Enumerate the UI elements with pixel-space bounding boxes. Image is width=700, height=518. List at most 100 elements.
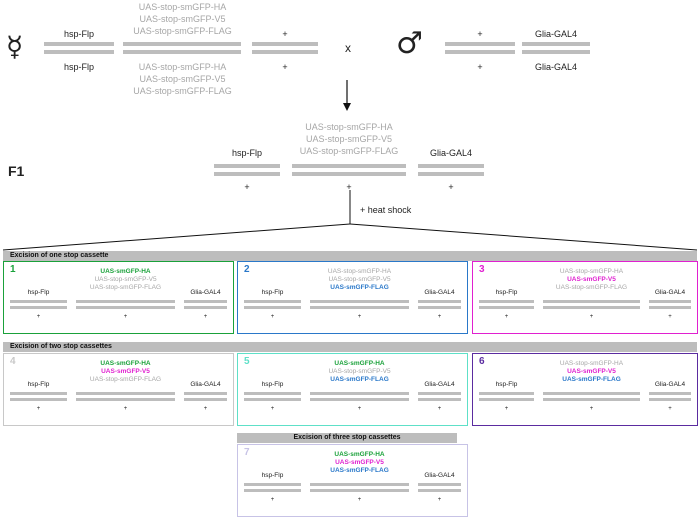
transgene-label: UAS-stop-smGFP-V5 — [94, 276, 157, 283]
f1-glia-label: Glia-GAL4 — [429, 148, 473, 158]
plus-label: + — [357, 497, 362, 503]
chromosome-bar — [543, 392, 640, 395]
outcome-number: 2 — [244, 264, 250, 275]
f1-plus-right: + — [448, 182, 454, 192]
chromosome-bar — [649, 306, 691, 309]
outcome-number: 6 — [479, 356, 485, 367]
chromosome-bar — [184, 392, 227, 395]
outcome-number: 3 — [479, 264, 485, 275]
male-chromosome-bar — [445, 42, 515, 46]
plus-label: + — [36, 406, 41, 412]
chromosome-bar — [76, 306, 175, 309]
female-chromosome-bar — [252, 42, 318, 46]
chromosome-bar — [76, 392, 175, 395]
plus-label: + — [589, 314, 594, 320]
plus-label: + — [270, 406, 275, 412]
chromosome-bar — [244, 483, 301, 486]
plus-label: + — [270, 314, 275, 320]
male-plus-bottom: + — [477, 62, 483, 72]
transgene-label: UAS-smGFP-V5 — [567, 368, 616, 375]
female-uas-top-flag: UAS-stop-smGFP-FLAG — [133, 26, 232, 36]
male-chromosome-bar — [522, 50, 590, 54]
chromosome-bar — [76, 300, 175, 303]
glia-gal4-label: Glia-GAL4 — [424, 472, 455, 479]
transgene-label: UAS-smGFP-HA — [100, 268, 151, 275]
transgene-label: UAS-smGFP-HA — [334, 360, 385, 367]
chromosome-bar — [418, 489, 461, 492]
male-glia-bottom: Glia-GAL4 — [534, 62, 578, 72]
plus-label: + — [504, 406, 509, 412]
transgene-label: UAS-smGFP-V5 — [567, 276, 616, 283]
plus-label: + — [123, 314, 128, 320]
heat-shock-label: + heat shock — [360, 205, 412, 215]
chromosome-bar — [244, 300, 301, 303]
chromosome-bar — [244, 392, 301, 395]
cross-symbol: x — [345, 41, 351, 55]
plus-label: + — [357, 314, 362, 320]
male-chromosome-bar — [445, 50, 515, 54]
female-chromosome-bar — [123, 50, 241, 54]
transgene-label: UAS-stop-smGFP-HA — [559, 360, 624, 367]
female-chromosome-bar — [44, 50, 114, 54]
plus-label: + — [504, 314, 509, 320]
female-uas-bottom-flag: UAS-stop-smGFP-FLAG — [133, 86, 232, 96]
glia-gal4-label: Glia-GAL4 — [190, 381, 221, 388]
female-hsp-label-top: hsp-Flp — [63, 29, 94, 39]
glia-gal4-label: Glia-GAL4 — [654, 381, 686, 388]
f1-plus-left: + — [244, 182, 250, 192]
hsp-flp-label: hsp-Flp — [495, 289, 518, 296]
f1-chromosome-bar — [214, 164, 280, 168]
outcome-number: 7 — [244, 447, 250, 458]
chromosome-bar — [10, 306, 67, 309]
hsp-flp-label: hsp-Flp — [27, 381, 50, 388]
female-uas-bottom-v5: UAS-stop-smGFP-V5 — [139, 74, 226, 84]
transgene-label: UAS-smGFP-FLAG — [562, 376, 621, 383]
male-plus-top: + — [477, 29, 483, 39]
transgene-label: UAS-stop-smGFP-FLAG — [89, 376, 162, 383]
plus-label: + — [437, 314, 442, 320]
female-chromosome-bar — [123, 42, 241, 46]
chromosome-bar — [310, 489, 409, 492]
transgene-label: UAS-stop-smGFP-HA — [559, 268, 624, 275]
transgene-label: UAS-smGFP-HA — [334, 451, 385, 458]
transgene-label: UAS-smGFP-HA — [100, 360, 151, 367]
plus-label: + — [270, 497, 275, 503]
female-hsp-label-bottom: hsp-Flp — [63, 62, 94, 72]
hsp-flp-label: hsp-Flp — [495, 381, 518, 388]
plus-label: + — [437, 497, 442, 503]
chromosome-bar — [184, 398, 227, 401]
chromosome-bar — [244, 398, 301, 401]
transgene-label: UAS-smGFP-FLAG — [330, 376, 389, 383]
chromosome-bar — [310, 398, 409, 401]
plus-label: + — [668, 406, 672, 412]
section-header-three-stops: Excision of three stop cassettes — [237, 433, 457, 443]
transgene-label: UAS-smGFP-FLAG — [330, 284, 389, 291]
chromosome-bar — [543, 306, 640, 309]
f1-chromosome-bar — [292, 164, 406, 168]
chromosome-bar — [649, 300, 691, 303]
chromosome-bar — [649, 398, 691, 401]
glia-gal4-label: Glia-GAL4 — [424, 289, 455, 296]
female-chromosome-bar — [252, 50, 318, 54]
glia-gal4-label: Glia-GAL4 — [190, 289, 221, 296]
f1-chromosome-bar — [214, 172, 280, 176]
transgene-label: UAS-stop-smGFP-HA — [327, 268, 392, 275]
chromosome-bar — [310, 306, 409, 309]
f1-plus-middle: + — [346, 182, 352, 192]
chromosome-bar — [10, 300, 67, 303]
female-uas-top-ha: UAS-stop-smGFP-HA — [138, 2, 227, 12]
transgene-label: UAS-smGFP-FLAG — [330, 467, 389, 474]
chromosome-bar — [418, 306, 461, 309]
f1-hsp-label: hsp-Flp — [231, 148, 262, 158]
heat-shock-fan-lines — [2, 190, 698, 251]
chromosome-bar — [479, 392, 534, 395]
hsp-flp-label: hsp-Flp — [27, 289, 50, 296]
chromosome-bar — [76, 398, 175, 401]
